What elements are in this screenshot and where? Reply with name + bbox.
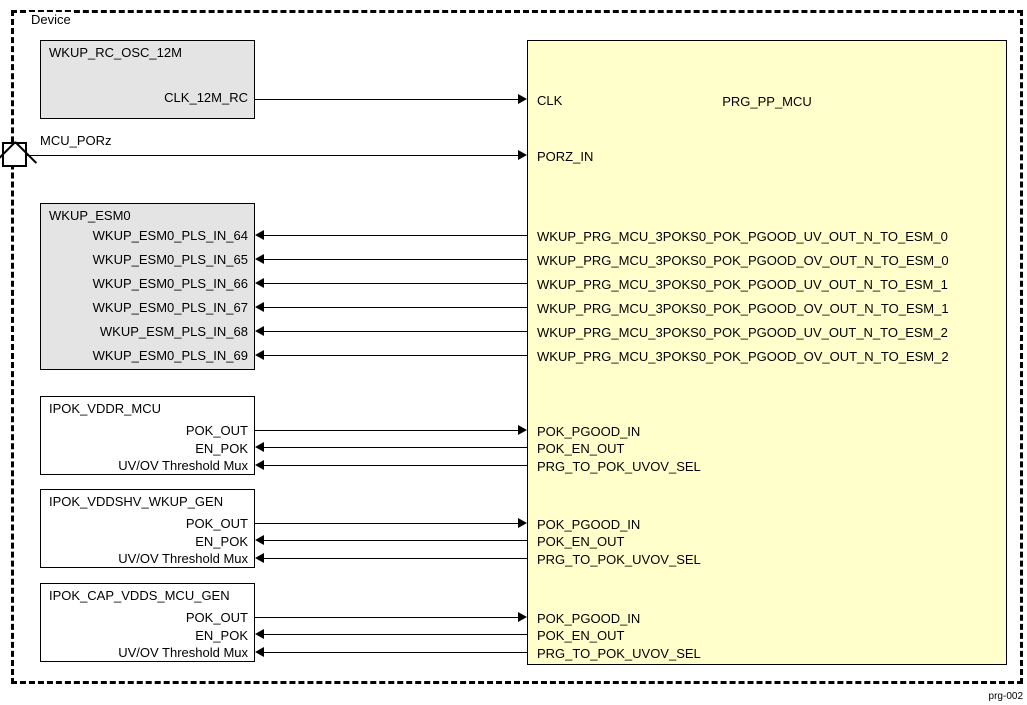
pin-prg-to-pok-uvov-sel-0: PRG_TO_POK_UVOV_SEL — [537, 459, 701, 474]
pin-esm-uv-0: WKUP_PRG_MCU_3POKS0_POK_PGOOD_UV_OUT_N_T… — [537, 229, 948, 244]
pin-wkup-esm0-pls-in-69: WKUP_ESM0_PLS_IN_69 — [92, 348, 248, 363]
arrowhead-ipok0-pok-out — [518, 425, 527, 435]
arrowhead-porz-in — [518, 150, 527, 160]
wire-esm-4 — [264, 331, 527, 332]
arrowhead-esm-1 — [255, 254, 264, 264]
pin-uvov-mux: UV/OV Threshold Mux — [118, 551, 248, 566]
arrowhead-ipok2-pok-out — [518, 612, 527, 622]
pin-esm-uv-1: WKUP_PRG_MCU_3POKS0_POK_PGOOD_UV_OUT_N_T… — [537, 277, 948, 292]
wire-ipok2-en-pok — [264, 634, 527, 635]
pin-wkup-esm0-pls-in-64: WKUP_ESM0_PLS_IN_64 — [92, 228, 248, 243]
pin-wkup-esm-pls-in-68: WKUP_ESM_PLS_IN_68 — [99, 324, 248, 339]
pin-clk-12m-rc: CLK_12M_RC — [164, 90, 248, 105]
block-prg-pp-mcu: PRG_PP_MCU CLK PORZ_IN WKUP_PRG_MCU_3POK… — [527, 40, 1007, 665]
device-label: Device — [28, 12, 74, 28]
pin-en-pok: EN_POK — [195, 534, 248, 549]
pin-wkup-esm0-pls-in-67: WKUP_ESM0_PLS_IN_67 — [92, 300, 248, 315]
wire-esm-1 — [264, 259, 527, 260]
pin-pok-out: POK_OUT — [185, 610, 248, 625]
block-title: IPOK_VDDR_MCU — [49, 401, 161, 416]
pin-wkup-esm0-pls-in-65: WKUP_ESM0_PLS_IN_65 — [92, 252, 248, 267]
arrowhead-esm-0 — [255, 230, 264, 240]
block-ipok-vddr-mcu: IPOK_VDDR_MCU POK_OUT EN_POK UV/OV Thres… — [40, 396, 255, 475]
wire-esm-3 — [264, 307, 527, 308]
wire-ipok2-uvov — [264, 652, 527, 653]
arrowhead-ipok1-uvov — [255, 553, 264, 563]
wire-ipok0-en-pok — [264, 447, 527, 448]
pin-prg-to-pok-uvov-sel-1: PRG_TO_POK_UVOV_SEL — [537, 552, 701, 567]
block-title: WKUP_RC_OSC_12M — [49, 45, 182, 60]
block-title: WKUP_ESM0 — [49, 208, 131, 223]
pin-pok-pgood-in-2: POK_PGOOD_IN — [537, 611, 641, 626]
arrowhead-ipok0-en-pok — [255, 442, 264, 452]
arrowhead-clk — [518, 94, 527, 104]
pin-pok-out: POK_OUT — [185, 516, 248, 531]
pin-uvov-mux: UV/OV Threshold Mux — [118, 645, 248, 660]
wire-ipok2-pok-out — [255, 617, 519, 618]
wire-mcu-porz — [27, 155, 519, 156]
label-mcu-porz: MCU_PORz — [40, 133, 112, 148]
pin-pok-pgood-in-0: POK_PGOOD_IN — [537, 424, 641, 439]
pin-en-pok: EN_POK — [195, 441, 248, 456]
wire-esm-2 — [264, 283, 527, 284]
arrowhead-ipok0-uvov — [255, 460, 264, 470]
wire-ipok1-uvov — [264, 558, 527, 559]
pin-uvov-mux: UV/OV Threshold Mux — [118, 458, 248, 473]
pin-pok-en-out-1: POK_EN_OUT — [537, 534, 625, 549]
block-title: IPOK_CAP_VDDS_MCU_GEN — [49, 588, 230, 603]
wire-esm-5 — [264, 355, 527, 356]
pin-pok-en-out-0: POK_EN_OUT — [537, 441, 625, 456]
pin-porz-in: PORZ_IN — [537, 149, 594, 164]
device-boundary — [11, 10, 1023, 684]
arrowhead-esm-5 — [255, 350, 264, 360]
pin-pok-out: POK_OUT — [185, 423, 248, 438]
wire-ipok1-pok-out — [255, 523, 519, 524]
block-title: PRG_PP_MCU — [722, 94, 812, 109]
pin-pok-pgood-in-1: POK_PGOOD_IN — [537, 517, 641, 532]
arrowhead-ipok2-uvov — [255, 647, 264, 657]
figure-caption: prg-002 — [988, 691, 1023, 702]
arrowhead-ipok1-en-pok — [255, 535, 264, 545]
wire-ipok0-pok-out — [255, 430, 519, 431]
wire-esm-0 — [264, 235, 527, 236]
pad-cross-icon — [0, 141, 16, 165]
arrowhead-ipok2-en-pok — [255, 629, 264, 639]
pin-esm-ov-2: WKUP_PRG_MCU_3POKS0_POK_PGOOD_OV_OUT_N_T… — [537, 349, 949, 364]
pin-wkup-esm0-pls-in-66: WKUP_ESM0_PLS_IN_66 — [92, 276, 248, 291]
pin-en-pok: EN_POK — [195, 628, 248, 643]
block-title: IPOK_VDDSHV_WKUP_GEN — [49, 494, 224, 509]
arrowhead-ipok1-pok-out — [518, 518, 527, 528]
block-ipok-vddshv-wkup-gen: IPOK_VDDSHV_WKUP_GEN POK_OUT EN_POK UV/O… — [40, 489, 255, 568]
arrowhead-esm-2 — [255, 278, 264, 288]
wire-ipok1-en-pok — [264, 540, 527, 541]
pin-clk: CLK — [537, 93, 563, 108]
block-ipok-cap-vdds-mcu-gen: IPOK_CAP_VDDS_MCU_GEN POK_OUT EN_POK UV/… — [40, 583, 255, 662]
pin-prg-to-pok-uvov-sel-2: PRG_TO_POK_UVOV_SEL — [537, 646, 701, 661]
block-wkup-esm0: WKUP_ESM0 WKUP_ESM0_PLS_IN_64 WKUP_ESM0_… — [40, 203, 255, 370]
pin-esm-ov-0: WKUP_PRG_MCU_3POKS0_POK_PGOOD_OV_OUT_N_T… — [537, 253, 949, 268]
pin-esm-ov-1: WKUP_PRG_MCU_3POKS0_POK_PGOOD_OV_OUT_N_T… — [537, 301, 949, 316]
pin-esm-uv-2: WKUP_PRG_MCU_3POKS0_POK_PGOOD_UV_OUT_N_T… — [537, 325, 948, 340]
wire-clk-12m-rc — [255, 99, 519, 100]
wire-ipok0-uvov — [264, 465, 527, 466]
pin-pok-en-out-2: POK_EN_OUT — [537, 628, 625, 643]
arrowhead-esm-4 — [255, 326, 264, 336]
pad-mcu-porz — [0, 141, 37, 167]
arrowhead-esm-3 — [255, 302, 264, 312]
block-wkup-rc-osc-12m: WKUP_RC_OSC_12M CLK_12M_RC — [40, 40, 255, 119]
